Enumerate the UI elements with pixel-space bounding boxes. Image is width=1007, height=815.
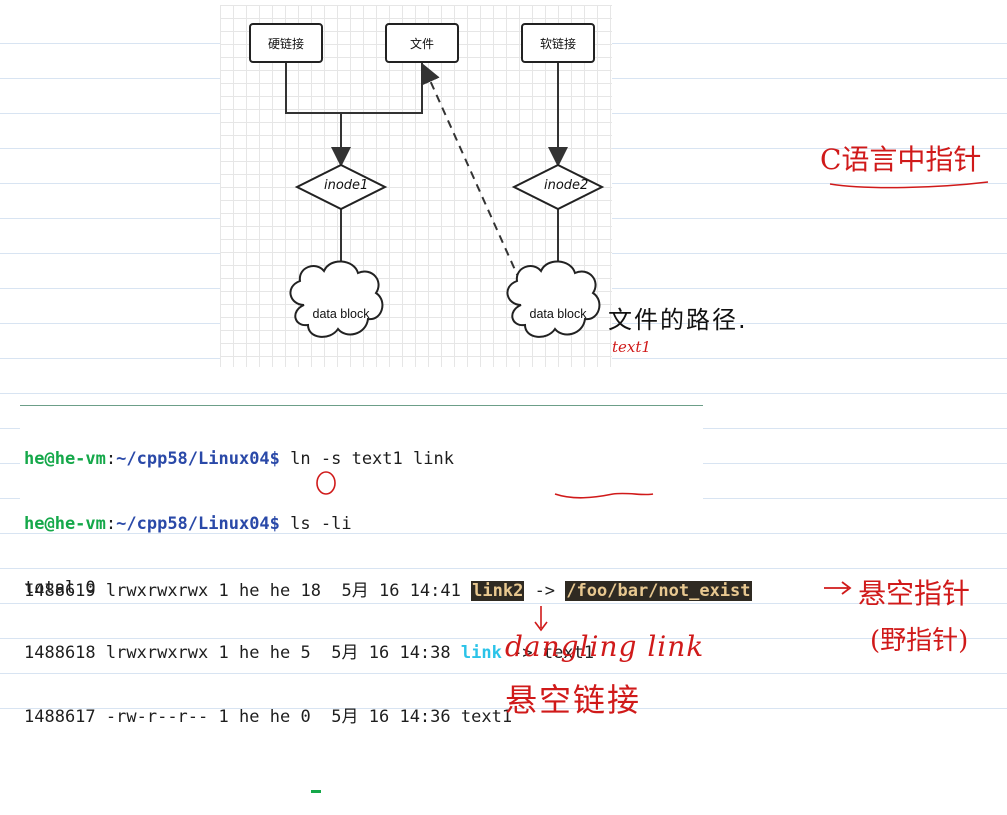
dangling-link-target: /foo/bar/not_exist [565,581,752,601]
hard-link-box: 硬链接 [249,23,323,63]
file-box: 文件 [385,23,459,63]
diagram-connectors [285,63,605,338]
hardlink-connector [285,63,341,114]
terminal-cursor [310,790,321,793]
prompt-path: ~/cpp58/Linux04 [116,449,270,469]
link-size: 5 [300,642,311,663]
dangling-link-cn-note: 悬空链接 [505,681,642,719]
dangling-pointer-arrow [824,581,852,595]
prompt-user: he@he-vm [24,449,106,469]
command-ln: ln -s text1 link [290,449,454,469]
terminal-line-2: he@he-vm:~/cpp58/Linux04$ ls -li [24,513,352,534]
dangling-link-name: link2 [471,581,525,601]
command-ls: ls -li [290,513,352,534]
prompt-user: he@he-vm [24,513,106,534]
terminal-cursor-line [20,772,703,793]
c-pointer-underline [829,181,989,189]
dangling-link-down-arrow [534,606,548,632]
inode1-label: inode1 [324,178,369,193]
wild-pointer-note: (野指针) [870,626,969,656]
datablock-right-label: data block [529,307,587,321]
inode2-label: inode2 [544,178,589,193]
file-connector [341,63,423,114]
datablock-cloud-left [289,260,384,338]
terminal-total: total 0 [24,578,96,598]
dangling-listing-row: 1488619 lrwxrwxrwx 1 he he 18 5月 16 14:4… [24,581,752,601]
path-reference-dashed-arrow [421,63,521,282]
target-underline-annotation [554,492,654,499]
listing-row-text1: 1488617 -rw-r--r-- 1 he he 0 5月 16 14:36… [24,707,513,727]
size-circle-annotation [316,471,336,495]
inode1-diamond [294,163,388,211]
file-path-note: 文件的路径. [608,306,748,334]
prompt-path: ~/cpp58/Linux04 [116,513,270,534]
terminal-output: he@he-vm:~/cpp58/Linux04$ ln -s text1 li… [20,405,703,793]
inode2-diamond [511,163,605,211]
datablock-left-label: data block [312,307,370,321]
soft-link-box: 软链接 [521,23,595,63]
c-pointer-note: C语言中指针 [820,143,982,176]
file-path-note-sub: text1 [612,338,651,356]
symlink-name: link [460,642,502,663]
datablock-cloud-right [506,260,601,338]
link-diagram: 硬链接 文件 软链接 inode1 inode2 data block data… [220,5,612,367]
dangling-link-en-note: dangling link [505,630,705,663]
symlink-target: text1 [542,642,595,663]
terminal-line-1: he@he-vm:~/cpp58/Linux04$ ln -s text1 li… [24,449,454,469]
listing-row-link: 1488618 lrwxrwxrwx 1 he he 5 5月 16 14:38… [24,642,595,663]
dangling-pointer-note: 悬空指针 [858,577,971,610]
